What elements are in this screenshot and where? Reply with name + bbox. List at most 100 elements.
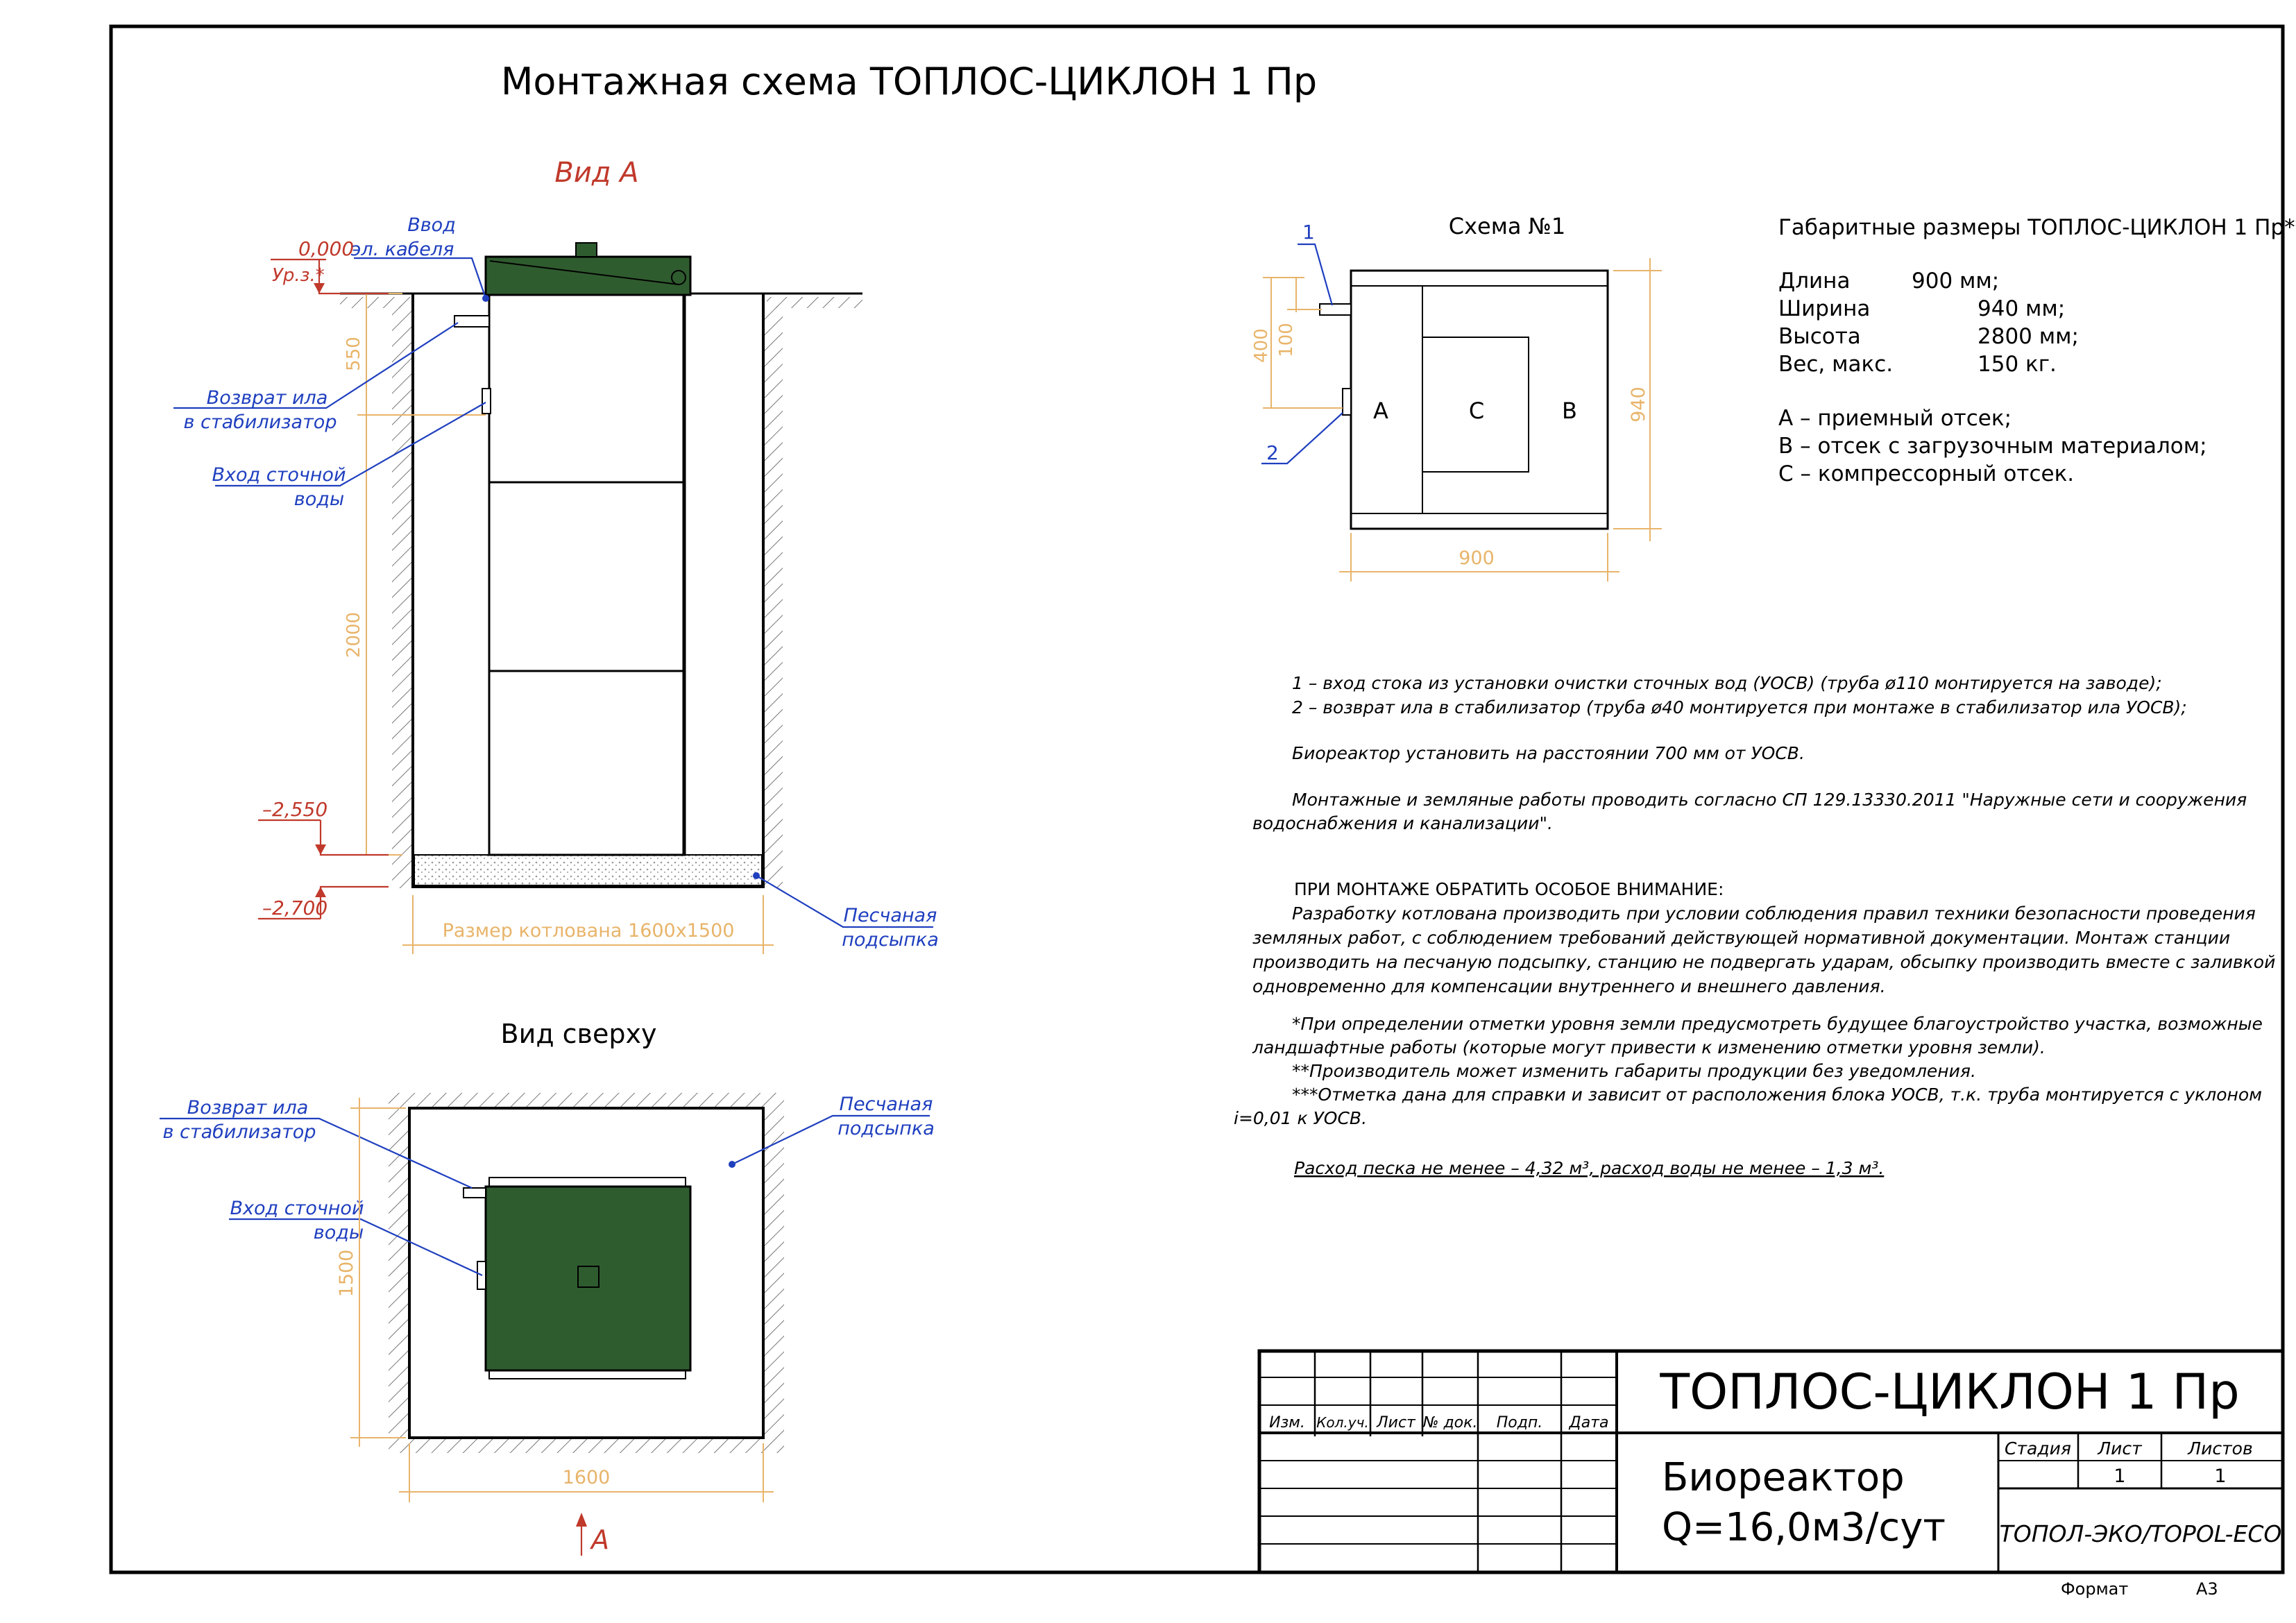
- scheme-1: Схема №1 A C B 1 2 400 100 900 940: [1251, 213, 1662, 581]
- pit-outline: [411, 294, 765, 888]
- company-name: ТОПОЛ-ЭКО/TOPOL-ECO: [2000, 1520, 2282, 1547]
- document-name-1: Биореактор: [1662, 1455, 1905, 1500]
- consumption-note: Расход песка не менее – 4,32 м³, расход …: [1294, 1158, 1884, 1178]
- footnote-2: **Производитель может изменить габариты …: [1292, 1061, 1976, 1081]
- dimensions-block: Габаритные размеры ТОПЛОС-ЦИКЛОН 1 Пр**:…: [1778, 215, 2296, 486]
- col-header-date: Дата: [1569, 1414, 1609, 1431]
- main-title: Монтажная схема ТОПЛОС-ЦИКЛОН 1 Пр: [501, 60, 1317, 103]
- tank-lid: [484, 255, 692, 296]
- attention-line-3: производить на песчаную подсыпку, станци…: [1252, 952, 2275, 972]
- return-leader: [173, 322, 459, 409]
- col-header-doc: № док.: [1422, 1414, 1478, 1431]
- top-hatch-right: [763, 1108, 784, 1438]
- dimensions-heading: Габаритные размеры ТОПЛОС-ЦИКЛОН 1 Пр**:: [1778, 215, 2296, 240]
- sheets-value: 1: [2214, 1465, 2226, 1487]
- attention-heading: ПРИ МОНТАЖЕ ОБРАТИТЬ ОСОБОЕ ВНИМАНИЕ:: [1294, 879, 1724, 899]
- tank-body: [488, 292, 686, 856]
- top-inlet-label-2: воды: [314, 1222, 364, 1243]
- dim-900: 900: [1459, 547, 1495, 569]
- note-1: 1 – вход стока из установки очистки сточ…: [1292, 673, 2162, 693]
- inlet-leader: [215, 402, 486, 487]
- top-dim-1600: 1600: [563, 1467, 611, 1488]
- view-a-arrow-head: [576, 1513, 587, 1527]
- pit-wall-hatch-left: [392, 305, 411, 888]
- sand-bed: [414, 854, 763, 886]
- notes-block: 1 – вход стока из установки очистки сточ…: [1234, 673, 2275, 1178]
- top-dim-1500: 1500: [336, 1250, 357, 1298]
- inlet-label-1: Вход сточной: [212, 464, 346, 486]
- format-value: А3: [2196, 1579, 2218, 1599]
- top-hatch-left: [389, 1108, 409, 1438]
- top-sand-label-1: Песчаная: [840, 1094, 933, 1115]
- view-a-title: Вид А: [554, 157, 638, 189]
- compartment-c-text: С – компрессорный отсек.: [1778, 461, 2074, 486]
- top-lid-vent: [577, 1266, 599, 1288]
- scheme-pipe-1: [1319, 303, 1352, 316]
- col-header-list: Лист: [1376, 1414, 1416, 1431]
- inlet-pipe: [482, 388, 491, 414]
- note-4b: водоснабжения и канализации".: [1252, 813, 1553, 833]
- footnote-1b: ландшафтные работы (которые могут привес…: [1252, 1037, 2046, 1057]
- inlet-label-2: воды: [294, 488, 344, 510]
- note-3: Биореактор установить на расстоянии 700 …: [1292, 743, 1805, 763]
- callout-2-leader: [1261, 412, 1343, 465]
- top-inlet-label-1: Вход сточной: [230, 1198, 364, 1219]
- note-4a: Монтажные и земляные работы проводить со…: [1292, 790, 2247, 810]
- dim-550: 550: [343, 337, 364, 371]
- dim-940: 940: [1628, 386, 1649, 423]
- footnote-3b: i=0,01 к УОСВ.: [1234, 1108, 1367, 1128]
- dim-row-value-height: 2800 мм;: [1978, 324, 2079, 349]
- sheets-label: Листов: [2187, 1438, 2252, 1459]
- level-0-value: 0,000: [298, 237, 354, 260]
- scheme-comp-a: A: [1373, 398, 1388, 424]
- scheme-1-title: Схема №1: [1449, 213, 1566, 239]
- sand-leader: [756, 875, 933, 928]
- level-0-leader: [318, 260, 389, 295]
- stage-label: Стадия: [2005, 1438, 2071, 1459]
- level-2700-value: –2,700: [262, 897, 328, 919]
- dim-row-label-weight: Вес, макс.: [1778, 352, 1893, 377]
- top-hatch-bottom: [389, 1438, 784, 1453]
- cable-label-2: эл. кабеля: [351, 239, 454, 260]
- top-view-title: Вид сверху: [501, 1019, 657, 1049]
- cable-leader: [354, 257, 487, 299]
- note-2: 2 – возврат ила в стабилизатор (труба ø4…: [1292, 697, 2187, 717]
- title-block-frame: [1257, 1349, 2285, 1574]
- top-return-pipe: [463, 1187, 486, 1198]
- top-tank-lid: [484, 1185, 692, 1372]
- dim-row-label-length: Длина: [1778, 269, 1850, 294]
- top-hatch-top: [389, 1093, 784, 1108]
- callout-1-leader: [1298, 243, 1334, 306]
- scheme-pipe-2: [1342, 388, 1352, 416]
- top-sand-leader: [731, 1114, 930, 1165]
- dim-2000: 2000: [343, 612, 364, 658]
- level-2550-leader: [319, 820, 389, 856]
- level-2700-leader: [319, 885, 389, 919]
- dim-row-label-height: Высота: [1778, 324, 1861, 349]
- top-return-label-2: в стабилизатор: [163, 1121, 316, 1143]
- sand-label-2: подсыпка: [842, 929, 939, 951]
- compartment-b-text: В – отсек с загрузочным материалом;: [1778, 434, 2207, 459]
- callout-2: 2: [1266, 441, 1279, 464]
- attention-line-4: одновременно для компенсации внутреннего…: [1252, 976, 1886, 996]
- top-return-label-1: Возврат ила: [187, 1097, 309, 1119]
- ground-hatch-right-top: [767, 297, 862, 308]
- scheme-comp-c: C: [1469, 398, 1484, 424]
- dim-100: 100: [1276, 323, 1297, 357]
- view-a-arrow-label: А: [589, 1524, 609, 1555]
- return-label-1: Возврат ила: [207, 387, 328, 409]
- product-name: ТОПЛОС-ЦИКЛОН 1 Пр: [1659, 1363, 2239, 1420]
- return-pipe: [454, 315, 490, 328]
- top-view: Вид сверху Возврат ила в стабилизатор Вх…: [160, 1019, 935, 1556]
- level-2550-value: –2,550: [262, 798, 328, 821]
- document-name-2: Q=16,0м3/сут: [1662, 1505, 1946, 1550]
- level-0-note: Ур.з.*: [272, 265, 325, 286]
- compartment-a-text: А – приемный отсек;: [1778, 406, 2012, 431]
- top-return-leader: [160, 1117, 473, 1189]
- sheet-label: Лист: [2097, 1438, 2143, 1459]
- footnote-3a: ***Отметка дана для справки и зависит от…: [1292, 1085, 2262, 1105]
- sand-label-1: Песчаная: [844, 905, 937, 926]
- col-header-kolych: Кол.уч.: [1316, 1414, 1369, 1431]
- scheme-compartment-c: [1422, 337, 1529, 473]
